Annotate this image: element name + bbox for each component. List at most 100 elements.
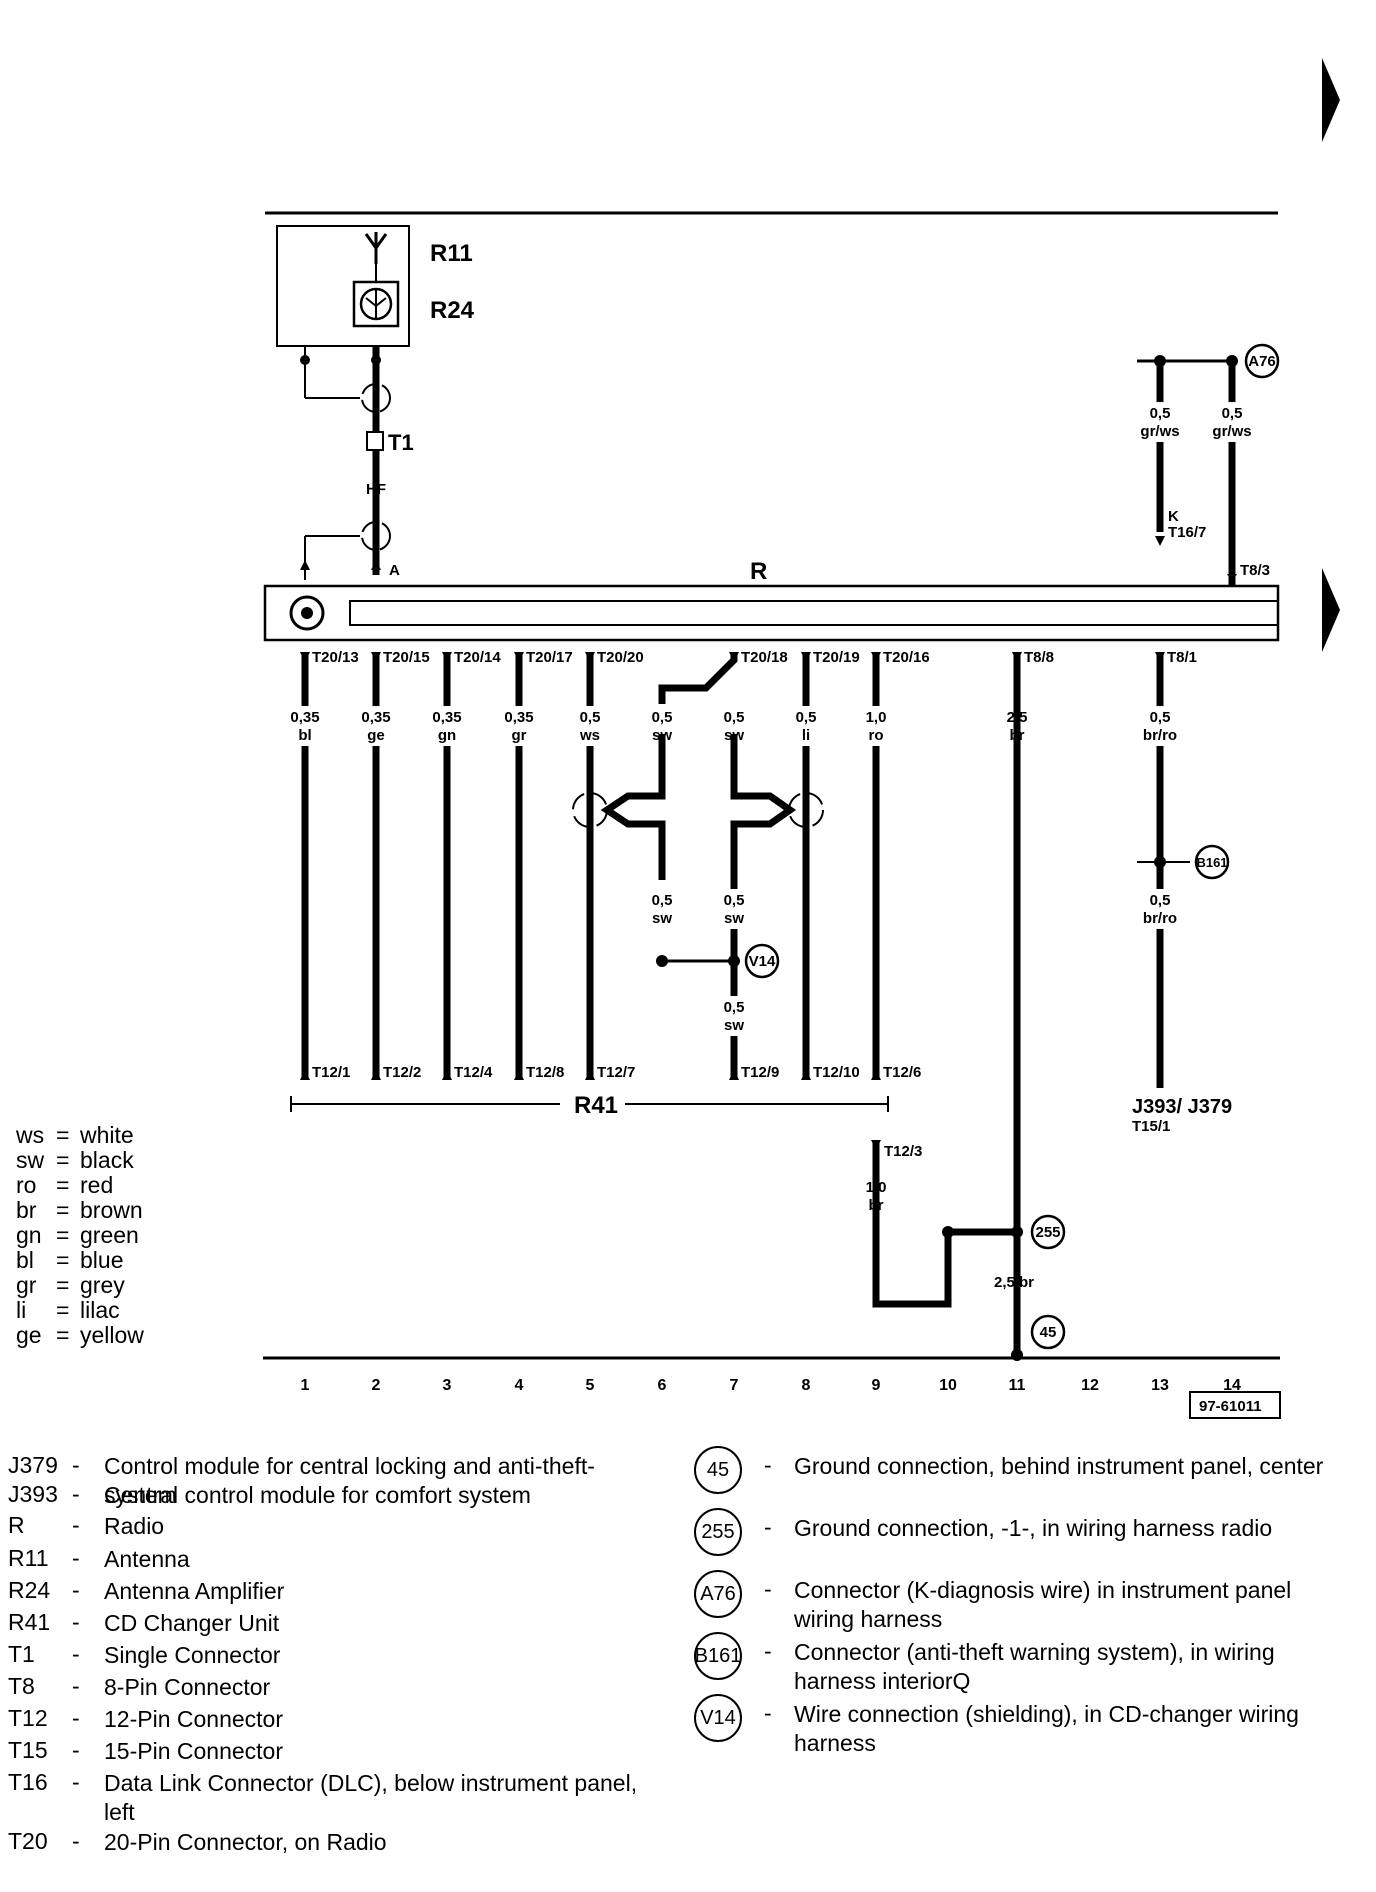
legend-dash: - — [72, 1828, 80, 1854]
equals-sign: = — [56, 1272, 70, 1298]
color-name: grey — [80, 1272, 125, 1298]
pin-bottom: T12/4 — [454, 1064, 493, 1081]
wire-size: 0,5 — [724, 892, 745, 909]
ref-code: 97-61011 — [1199, 1398, 1262, 1415]
wire-color: sw — [652, 910, 672, 927]
pin-bottom: T12/9 — [741, 1064, 779, 1081]
ground-badge: V14 — [694, 1694, 742, 1742]
ground-badge: A76 — [694, 1570, 742, 1618]
marker-circle — [1030, 1214, 1066, 1250]
pin-top: T20/16 — [883, 649, 930, 666]
pin-bottom: T12/3 — [884, 1143, 922, 1160]
color-code: gr — [16, 1272, 37, 1298]
color-code: gn — [16, 1222, 42, 1248]
next-page-arrow-mid — [1322, 568, 1340, 652]
legend-desc: Data Link Connector (DLC), below instrum… — [104, 1770, 638, 1825]
color-name: white — [80, 1122, 134, 1148]
color-name: black — [80, 1147, 134, 1173]
wire-size: 0,5 — [1150, 892, 1171, 909]
ground-wire-label: 2,5 br — [994, 1274, 1034, 1291]
wire-size: 0,5 — [652, 892, 673, 909]
legend-dash: - — [764, 1514, 772, 1540]
marker-label: 45 — [1040, 1324, 1057, 1341]
column-number: 13 — [1151, 1377, 1169, 1394]
wire-color: br/ro — [1143, 910, 1177, 927]
wire-size: 0,5 — [796, 709, 817, 726]
wire-size: 0,5 — [1150, 709, 1171, 726]
column-number: 9 — [872, 1377, 881, 1394]
pin-bottom: T12/2 — [383, 1064, 421, 1081]
wire-color: ws — [579, 727, 600, 744]
legend-desc: Connector (K-diagnosis wire) in instrume… — [794, 1577, 1292, 1632]
pin-t8-3: T8/3 — [1240, 562, 1270, 579]
column-number: 2 — [372, 1377, 381, 1394]
column-number: 8 — [802, 1377, 811, 1394]
legend-desc: 12-Pin Connector — [104, 1706, 283, 1732]
legend-code: T12 — [8, 1705, 48, 1731]
wire-color: ro — [869, 727, 884, 744]
column-number: 14 — [1223, 1377, 1241, 1394]
legend-code: R — [8, 1512, 25, 1538]
pin-bottom: T12/8 — [526, 1064, 564, 1081]
legend-code: T8 — [8, 1673, 35, 1699]
color-name: lilac — [80, 1297, 120, 1323]
legend-dash: - — [72, 1705, 80, 1731]
wire-color: ge — [367, 727, 385, 744]
legend-dash: - — [72, 1481, 80, 1507]
legend-dash: - — [72, 1609, 80, 1635]
legend-dash: - — [764, 1576, 772, 1602]
label-hf: HF — [366, 481, 386, 498]
ground-badge: B161 — [694, 1632, 742, 1680]
legend-desc: Radio — [104, 1513, 165, 1539]
equals-sign: = — [56, 1247, 70, 1273]
column-number: 10 — [939, 1377, 957, 1394]
legend-desc: Ground connection, behind instrument pan… — [794, 1453, 1324, 1479]
wire-color: sw — [724, 1017, 744, 1034]
color-code: ro — [16, 1172, 37, 1198]
wire-size: 0,35 — [432, 709, 461, 726]
column-number: 6 — [658, 1377, 667, 1394]
wire-size: 0,35 — [504, 709, 533, 726]
wire-size: 0,5 — [724, 999, 745, 1016]
wire-size: 0,35 — [361, 709, 390, 726]
radio-antenna-socket — [289, 595, 325, 631]
label-r41: R41 — [574, 1092, 618, 1119]
wire-color: br/ro — [1143, 727, 1177, 744]
legend-desc: Ground connection, -1-, in wiring harnes… — [794, 1515, 1273, 1541]
color-name: green — [80, 1222, 139, 1248]
legend-desc: Control module for central locking and a… — [104, 1453, 595, 1508]
pin-top: T20/18 — [741, 649, 788, 666]
legend-desc: Connector (anti-theft warning system), i… — [794, 1639, 1275, 1694]
pin-top: T20/17 — [526, 649, 573, 666]
column-number: 11 — [1009, 1377, 1026, 1394]
radio-body — [263, 584, 1280, 642]
color-code: br — [16, 1197, 37, 1223]
equals-sign: = — [56, 1322, 70, 1348]
wire-size: 1,0 — [866, 709, 887, 726]
marker-label: V14 — [749, 953, 776, 970]
pin-top: T20/19 — [813, 649, 860, 666]
label-r: R — [750, 558, 767, 585]
wire-color: bl — [298, 727, 311, 744]
legend-dash: - — [72, 1452, 80, 1478]
legend-dash: - — [72, 1577, 80, 1603]
wire-size: 0,5 — [1150, 405, 1171, 422]
legend-dash: - — [764, 1700, 772, 1726]
color-name: yellow — [80, 1322, 144, 1348]
legend-code: T1 — [8, 1641, 35, 1667]
pin-top: T8/1 — [1167, 649, 1197, 666]
next-page-arrow-top — [1322, 58, 1340, 142]
pin-top: T20/14 — [454, 649, 501, 666]
ground-badge: 255 — [694, 1508, 742, 1556]
marker-label: 255 — [1035, 1224, 1060, 1241]
color-code: sw — [16, 1147, 45, 1173]
color-legend-row: li=lilac — [16, 1297, 120, 1324]
legend-code: T15 — [8, 1737, 48, 1763]
legend-dash: - — [72, 1737, 80, 1763]
color-name: red — [80, 1172, 114, 1198]
wire-color: sw — [724, 910, 744, 927]
color-legend-row: ro=red — [16, 1172, 113, 1199]
color-legend-row: gn = green — [16, 1222, 139, 1249]
wire-color: gr/ws — [1140, 423, 1179, 440]
equals-sign: = — [56, 1222, 70, 1248]
